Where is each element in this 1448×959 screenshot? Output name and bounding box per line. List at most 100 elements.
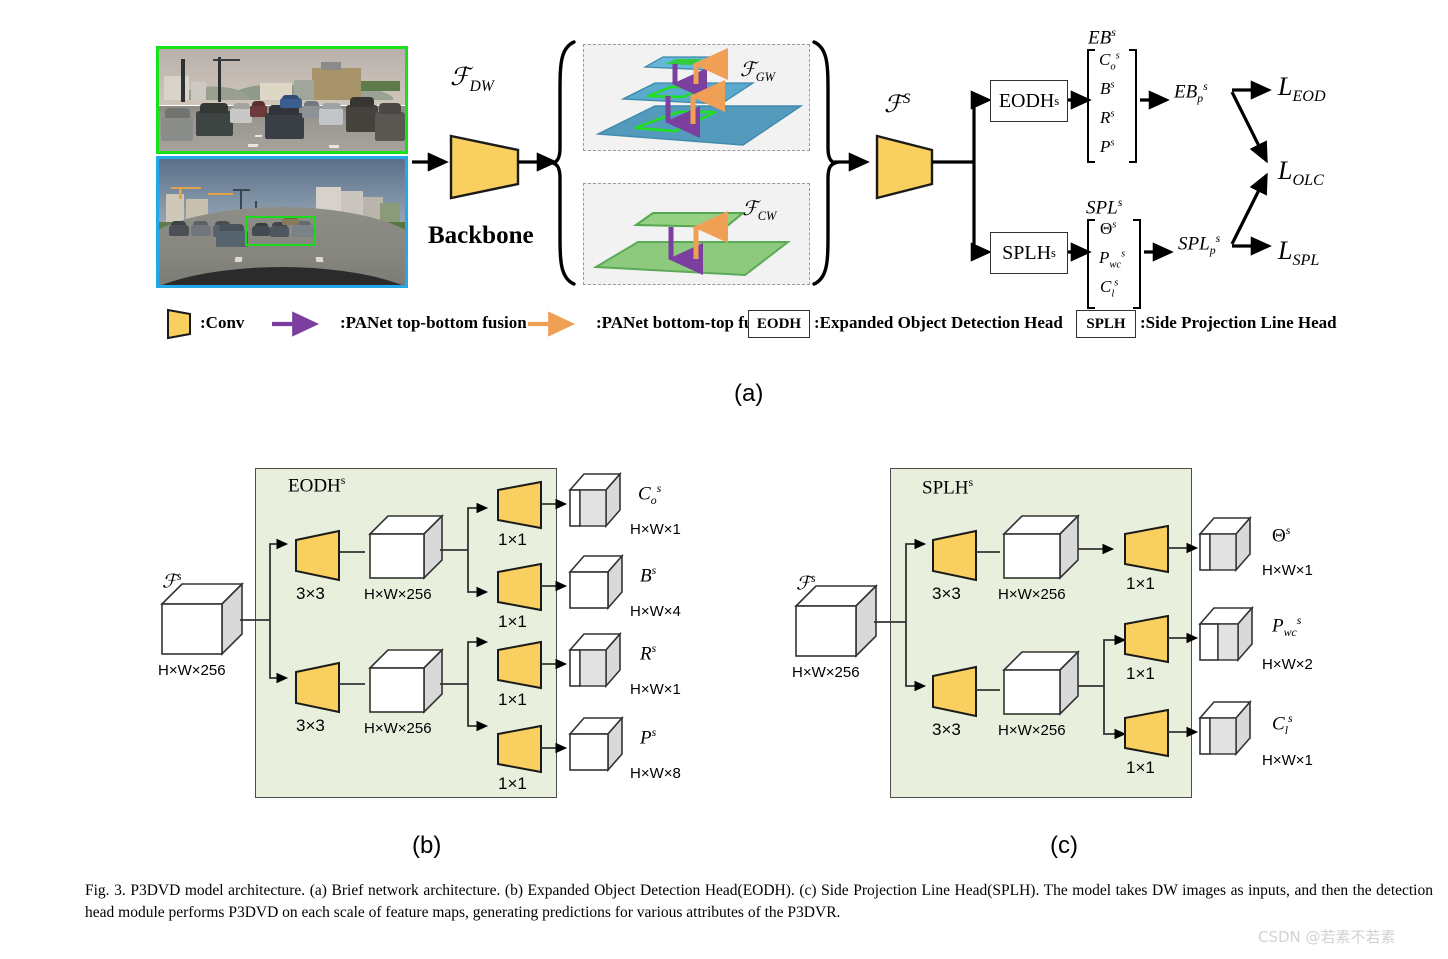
panel-b-output-plate-1	[568, 553, 624, 611]
panel-c-output-plate-0	[1198, 515, 1252, 573]
panel-b-kernel-bottom: 3×3	[296, 716, 325, 735]
panel-c-output-dims-0: H×W×1	[1262, 562, 1313, 579]
panel-c-arrow-out-0	[1168, 542, 1199, 554]
panel-c-link-bottom	[976, 689, 1000, 691]
panel-b-link-conv-cube-top	[339, 551, 365, 553]
label-f-cw: ℱCW	[742, 198, 777, 223]
panel-c-label: (c)	[1050, 832, 1078, 859]
panel-b-output-name-2: Rs	[640, 642, 657, 665]
panel-b-conv1x1-3	[497, 724, 542, 774]
panel-b-split-bottom	[440, 636, 489, 732]
panel-c-kernel-top: 3×3	[932, 584, 961, 603]
panel-c-conv3x3-bottom	[932, 665, 977, 718]
backbone-conv-trapezoid	[449, 134, 520, 200]
panel-c-arrow-out-1	[1168, 632, 1199, 644]
panel-b-conv3x3-bottom	[295, 661, 340, 714]
panel-b-conv3x3-top	[295, 529, 340, 582]
panel-b-arrow-out-2	[541, 658, 568, 670]
panel-b-arrow-out-1	[541, 580, 568, 592]
panel-b-input-cube	[160, 582, 244, 656]
panel-b-output-name-0: Cos	[638, 482, 662, 508]
panel-b-link-conv-cube-bottom	[339, 683, 365, 685]
panel-b-output-dims-3: H×W×8	[630, 765, 681, 782]
panel-c-kernel-2: 1×1	[1126, 758, 1155, 777]
panel-b-kernel-0: 1×1	[498, 530, 527, 549]
panel-b-output-plate-3	[568, 715, 624, 773]
panel-b-kernel-1: 1×1	[498, 612, 527, 631]
panel-c-dims-top: H×W×256	[998, 586, 1066, 603]
label-f-gw: ℱGW	[740, 59, 776, 84]
input-image-dw-wide	[156, 46, 408, 154]
arrow-fpn-to-fs	[834, 152, 870, 172]
legend-purple-text: :PANet top-bottom fusion	[340, 313, 527, 332]
spl-row-0: Θs	[1100, 219, 1117, 238]
panel-b-output-name-1: Bs	[640, 564, 657, 587]
panel-c-input-cube	[794, 584, 878, 658]
panel-b-kernel-3: 1×1	[498, 774, 527, 793]
arrow-eodh-to-eb	[1068, 90, 1092, 110]
panel-c-kernel-0: 1×1	[1126, 574, 1155, 593]
panel-b-cube-top	[368, 514, 444, 580]
legend-eodh-text: :Expanded Object Detection Head	[814, 313, 1063, 332]
spl-pooled-label: SPLps	[1178, 232, 1221, 258]
panel-b-dims-top: H×W×256	[364, 586, 432, 603]
legend-orange-text: :PANet bottom-top fusion	[596, 313, 783, 332]
spl-matrix-title: SPLs	[1086, 196, 1123, 219]
panel-c-conv1x1-0	[1124, 524, 1169, 574]
fgw-feature-maps	[595, 47, 804, 146]
arrow-splh-to-spl	[1068, 242, 1092, 262]
legend-conv-icon	[167, 308, 191, 340]
panel-b-kernel-2: 1×1	[498, 690, 527, 709]
spl-row-1: Pwcs	[1099, 248, 1126, 271]
panel-c-kernel-1: 1×1	[1126, 664, 1155, 683]
arrow-backbone-to-fpn	[518, 152, 558, 172]
fcw-feature-maps	[592, 210, 791, 277]
fs-branch-connector	[932, 90, 992, 262]
panel-b-dims-bottom: H×W×256	[364, 720, 432, 737]
panel-b-input-label: ℱs	[162, 570, 182, 593]
loss-eod-label: LEOD	[1278, 72, 1326, 106]
panel-c-input-dims: H×W×256	[792, 664, 860, 681]
label-f-dw: ℱDW	[450, 64, 494, 95]
panel-c-conv3x3-top	[932, 529, 977, 582]
panel-c-conv1x1-1	[1124, 614, 1169, 664]
csdn-watermark: CSDN @若素不若素	[1258, 928, 1396, 946]
ground-truth-box	[245, 215, 316, 247]
panel-b-label: (b)	[412, 832, 442, 859]
panel-c-conv1x1-2	[1124, 708, 1169, 758]
loss-spl-label: LSPL	[1278, 236, 1320, 270]
panel-c-output-dims-2: H×W×1	[1262, 752, 1313, 769]
panel-b-conv1x1-1	[497, 562, 542, 612]
spl-row-2: Cls	[1100, 277, 1119, 300]
panel-b-output-plate-2	[568, 631, 622, 689]
panel-b-output-name-3: Ps	[640, 726, 657, 749]
spl-matrix: Θs Pwcs Cls	[1086, 218, 1142, 310]
panel-c-link-cube-conv-top	[1078, 543, 1115, 555]
panel-c-output-name-2: Cls	[1272, 712, 1293, 738]
panel-c-split-bottom	[1078, 634, 1127, 740]
loss-arrow-network	[1230, 80, 1272, 256]
eb-row-2: Rs	[1100, 108, 1115, 127]
panel-c-cube-top	[1002, 514, 1080, 580]
arrow-image-to-backbone	[412, 152, 449, 172]
panel-b-branch-connector	[240, 538, 289, 684]
panel-b-cube-bottom	[368, 648, 444, 714]
fpn-right-bracket	[812, 40, 841, 286]
fs-conv-trapezoid	[875, 134, 934, 200]
panel-b-output-dims-2: H×W×1	[630, 681, 681, 698]
panel-c-kernel-bottom: 3×3	[932, 720, 961, 739]
figure-caption: Fig. 3. P3DVD model architecture. (a) Br…	[85, 882, 1433, 921]
panel-b-output-dims-1: H×W×4	[630, 603, 681, 620]
panel-c-input-label: ℱs	[796, 572, 816, 595]
arrow-spl-to-splp	[1144, 242, 1174, 262]
legend-splh-text: :Side Projection Line Head	[1140, 313, 1337, 332]
legend-orange-arrow-icon	[528, 311, 576, 337]
eb-matrix-title: EBs	[1088, 26, 1116, 49]
panel-c-output-plate-1	[1198, 605, 1254, 663]
legend-conv-text: :Conv	[200, 313, 245, 332]
panel-b-title: EODHs	[288, 474, 346, 497]
panel-c-output-name-1: Pwcs	[1272, 614, 1302, 640]
legend-splh-box: SPLH	[1076, 310, 1136, 338]
